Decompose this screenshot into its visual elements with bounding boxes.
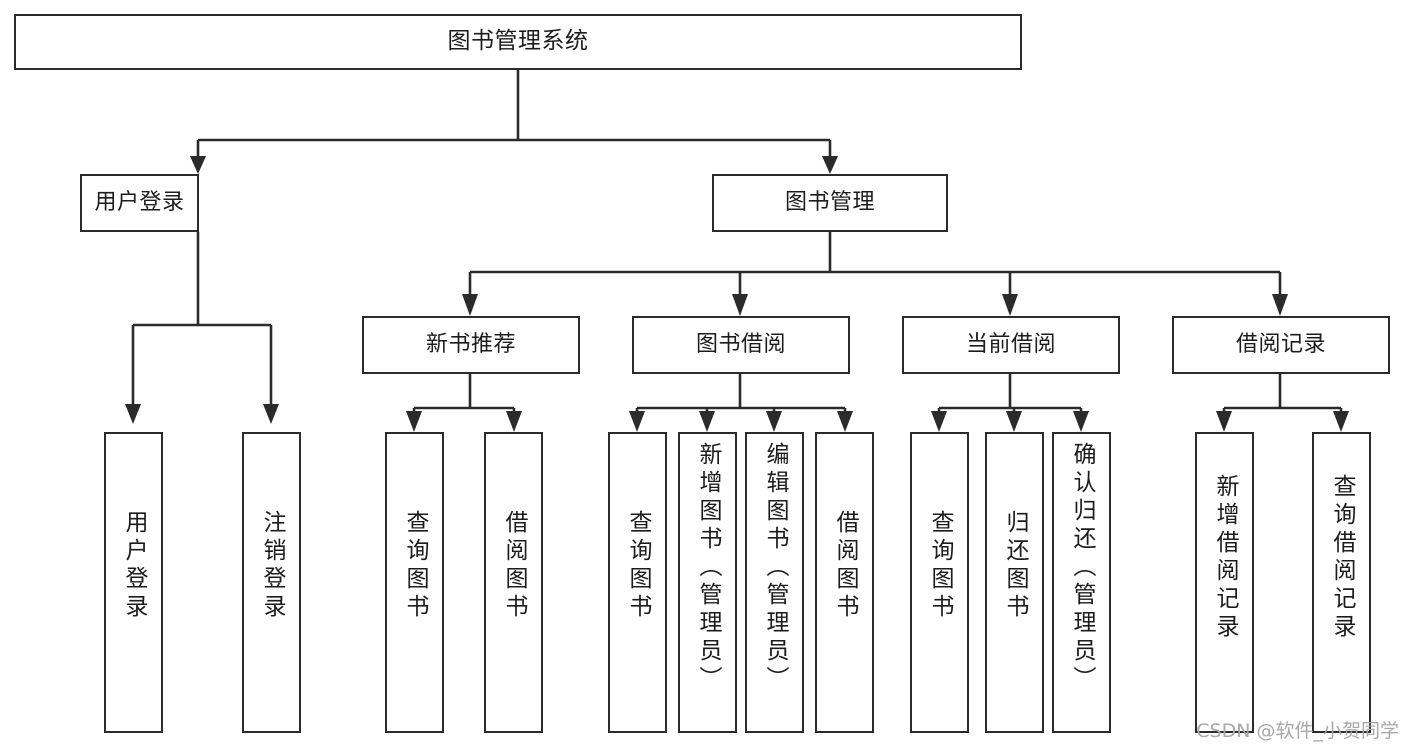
arrow-to-leaf-edit-book: [766, 411, 782, 432]
arrow-to-leaf-query-book-3: [931, 411, 947, 432]
node-label: 查询图书: [625, 510, 651, 622]
arrow-root-to-book-management: [822, 156, 838, 174]
arrow-to-leaf-add-record: [1216, 411, 1232, 432]
arrow-to-leaf-query-record: [1333, 411, 1349, 432]
node-new-book-recommend[interactable]: 新书推荐: [362, 316, 580, 374]
node-leaf-edit-book[interactable]: 编辑图书（管理员）: [745, 432, 804, 733]
node-label: 图书管理: [784, 190, 875, 216]
node-label: 图书借阅: [695, 332, 786, 358]
node-label: 归还图书: [1002, 510, 1028, 622]
node-label: 确认归还（管理员）: [1069, 442, 1095, 694]
arrow-to-borrow-record: [1272, 294, 1288, 316]
node-label: 新增借阅记录: [1212, 474, 1238, 642]
node-user-login[interactable]: 用户登录: [80, 174, 199, 232]
node-book-borrow[interactable]: 图书借阅: [632, 316, 850, 374]
node-label: 新增图书（管理员）: [695, 442, 721, 694]
arrow-to-new-book-recommend: [462, 294, 478, 316]
node-book-management[interactable]: 图书管理: [712, 174, 948, 232]
node-label: 用户登录: [121, 510, 147, 622]
arrow-to-leaf-add-book: [699, 411, 715, 432]
node-current-borrow[interactable]: 当前借阅: [902, 316, 1120, 374]
arrow-root-to-user-login: [190, 156, 206, 174]
node-leaf-add-book[interactable]: 新增图书（管理员）: [678, 432, 737, 733]
arrow-to-leaf-borrow-book-1: [506, 411, 522, 432]
arrow-to-leaf-confirm-return: [1073, 411, 1089, 432]
arrow-to-leaf-query-book-2: [629, 411, 645, 432]
node-leaf-logout[interactable]: 注销登录: [242, 432, 301, 733]
arrow-to-leaf-return-book: [1006, 411, 1022, 432]
node-label: 查询图书: [402, 510, 428, 622]
node-leaf-borrow-book-2[interactable]: 借阅图书: [815, 432, 874, 733]
arrow-to-leaf-borrow-book-2: [837, 411, 853, 432]
node-leaf-confirm-return[interactable]: 确认归还（管理员）: [1052, 432, 1111, 733]
node-leaf-query-book-3[interactable]: 查询图书: [910, 432, 969, 733]
arrow-to-current-borrow: [1002, 294, 1018, 316]
node-leaf-borrow-book-1[interactable]: 借阅图书: [484, 432, 543, 733]
arrow-to-book-borrow: [732, 294, 748, 316]
node-label: 新书推荐: [425, 332, 516, 358]
node-leaf-user-login[interactable]: 用户登录: [104, 432, 163, 733]
node-label: 编辑图书（管理员）: [762, 442, 788, 694]
node-label: 借阅图书: [501, 510, 527, 622]
node-label: 注销登录: [259, 510, 285, 622]
arrow-to-leaf-logout: [263, 404, 279, 424]
node-label: 借阅图书: [832, 510, 858, 622]
node-label: 当前借阅: [965, 332, 1056, 358]
node-root-book-management-system[interactable]: 图书管理系统: [14, 14, 1022, 70]
node-label: 查询图书: [927, 510, 953, 622]
node-leaf-return-book[interactable]: 归还图书: [985, 432, 1044, 733]
node-label: 用户登录: [94, 190, 185, 216]
node-label: 借阅记录: [1235, 332, 1326, 358]
node-label: 查询借阅记录: [1329, 474, 1355, 642]
arrow-to-leaf-query-book-1: [406, 411, 422, 432]
arrow-to-leaf-user-login: [125, 404, 141, 424]
node-leaf-query-book-1[interactable]: 查询图书: [385, 432, 444, 733]
node-leaf-query-record[interactable]: 查询借阅记录: [1312, 432, 1371, 733]
node-leaf-query-book-2[interactable]: 查询图书: [608, 432, 667, 733]
node-leaf-add-record[interactable]: 新增借阅记录: [1195, 432, 1254, 733]
node-borrow-record[interactable]: 借阅记录: [1172, 316, 1390, 374]
node-label: 图书管理系统: [447, 28, 589, 55]
